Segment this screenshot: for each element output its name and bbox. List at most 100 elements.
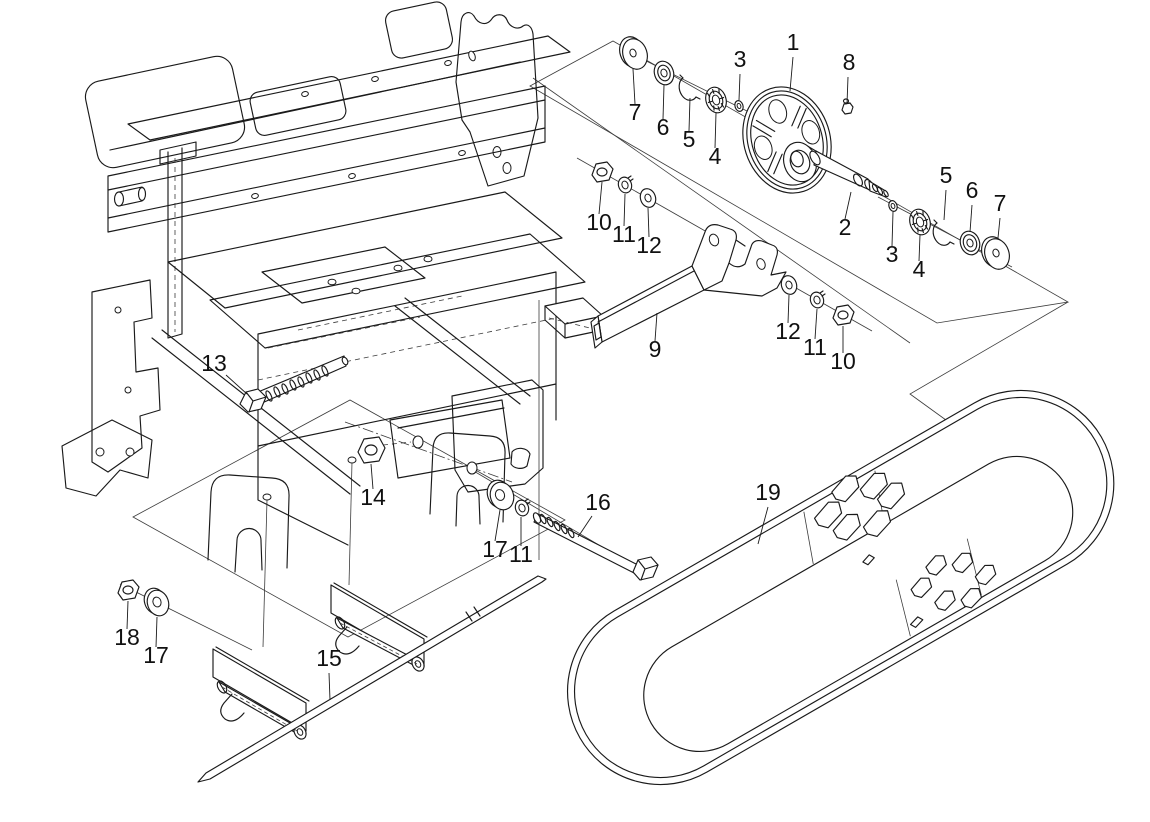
lock-washer-11-right <box>514 498 531 517</box>
callout-4: 4 <box>709 112 722 169</box>
machine-frame <box>61 1 604 573</box>
callout-label: 9 <box>649 336 662 362</box>
callout-3: 3 <box>734 46 746 101</box>
callout-label: 1 <box>787 29 800 55</box>
callout-1: 1 <box>787 29 800 92</box>
callout-label: 6 <box>657 114 670 140</box>
callout-leader <box>997 217 1001 239</box>
bracket-rod-15 <box>197 575 547 783</box>
callout-label: 11 <box>509 541 533 567</box>
callout-15: 15 <box>316 645 342 701</box>
callout-label: 5 <box>940 162 953 188</box>
callout-leader <box>662 84 665 120</box>
callout-10: 10 <box>830 326 856 374</box>
callout-leader <box>225 374 248 395</box>
callout-leader <box>623 193 626 227</box>
dust-cap-7-right <box>981 236 1010 270</box>
callout-label: 13 <box>201 350 227 376</box>
callout-11: 11 <box>803 308 827 360</box>
callout-13: 13 <box>201 350 248 395</box>
washer-6-left <box>653 60 675 86</box>
idler-shaft-2 <box>809 150 889 198</box>
callout-label: 12 <box>636 232 662 258</box>
callout-label: 11 <box>612 221 636 247</box>
callout-leader <box>370 463 374 490</box>
callout-19: 19 <box>755 479 781 545</box>
callout-leader <box>688 97 691 132</box>
callout-7: 7 <box>994 190 1007 239</box>
tension-bolt-16 <box>532 512 659 581</box>
callout-11: 11 <box>509 517 533 567</box>
callout-label: 10 <box>830 348 856 374</box>
callout-9: 9 <box>649 312 662 362</box>
callout-leader <box>943 189 947 221</box>
callout-leader <box>654 312 658 342</box>
callout-label: 11 <box>803 334 827 360</box>
callout-label: 7 <box>629 99 642 125</box>
callout-leader <box>757 506 769 545</box>
callout-label: 5 <box>683 126 696 152</box>
callout-label: 10 <box>586 209 612 235</box>
callout-label: 16 <box>585 489 611 515</box>
callout-label: 19 <box>755 479 781 505</box>
nut-10-upper <box>591 161 614 183</box>
track-lugs-inner <box>862 552 997 628</box>
nut-18 <box>117 579 140 601</box>
washer-17-right <box>486 479 515 511</box>
callout-14: 14 <box>360 463 386 510</box>
callout-leader <box>969 204 973 233</box>
callout-2: 2 <box>839 191 852 240</box>
bearing-4-left <box>705 86 727 114</box>
snap-ring-5-right <box>932 219 955 246</box>
callout-label: 3 <box>886 241 899 267</box>
washer-12-upper <box>639 188 657 208</box>
callout-leader <box>846 76 849 105</box>
callout-6: 6 <box>966 177 979 233</box>
lock-nut-14 <box>357 436 386 464</box>
callout-10: 10 <box>586 181 612 235</box>
callout-leader <box>598 181 603 215</box>
callout-4: 4 <box>913 234 926 282</box>
callout-label: 2 <box>839 214 852 240</box>
callout-label: 14 <box>360 484 386 510</box>
washer-17-left <box>143 587 170 617</box>
idler-fork-9 <box>590 224 787 349</box>
snap-ring-5-left <box>678 74 701 101</box>
bearing-4-right <box>909 208 931 236</box>
callout-label: 17 <box>482 536 508 562</box>
callout-6: 6 <box>657 84 670 140</box>
spacer-ring-3-right <box>888 200 898 212</box>
callout-5: 5 <box>683 97 696 152</box>
callout-leader <box>918 234 921 262</box>
callout-leader <box>789 56 794 92</box>
callout-8: 8 <box>843 49 856 105</box>
callout-label: 4 <box>709 143 722 169</box>
callout-label: 6 <box>966 177 979 203</box>
callout-label: 7 <box>994 190 1007 216</box>
callout-12: 12 <box>775 294 801 344</box>
idler-wheel-1 <box>742 86 832 194</box>
callout-leader <box>126 600 129 630</box>
track-lugs-outer <box>813 472 906 541</box>
callout-17: 17 <box>143 616 169 668</box>
rubber-track-19 <box>566 389 1115 786</box>
callout-label: 8 <box>843 49 856 75</box>
callout-leader <box>814 308 818 340</box>
callout-leader <box>494 509 501 542</box>
callout-leader <box>787 294 790 324</box>
callout-leader <box>577 515 593 538</box>
callout-18: 18 <box>114 600 140 650</box>
spacer-ring-3-left <box>734 100 744 112</box>
callout-label: 12 <box>775 318 801 344</box>
callout-leader <box>155 616 158 648</box>
callout-label: 17 <box>143 642 169 668</box>
callout-7: 7 <box>629 68 642 125</box>
callout-5: 5 <box>940 162 953 221</box>
callout-label: 18 <box>114 624 140 650</box>
dust-cap-7-left <box>619 36 648 70</box>
callout-3: 3 <box>886 211 899 267</box>
callout-leader <box>738 73 741 101</box>
callout-leader <box>328 672 331 701</box>
